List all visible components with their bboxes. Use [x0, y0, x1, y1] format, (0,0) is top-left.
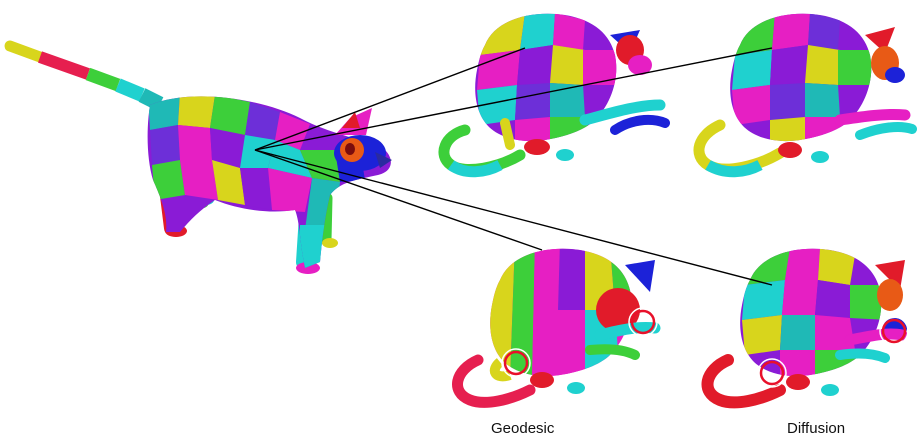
detail-cat-diffusion — [708, 248, 908, 402]
caption-diffusion: Diffusion — [787, 420, 845, 437]
detail-cat-geodesic — [458, 240, 657, 402]
main-cat-tail — [10, 46, 160, 104]
main-cat-model — [10, 46, 392, 275]
detail-cat-top-right — [699, 13, 912, 172]
caption-geodesic: Geodesic — [491, 420, 554, 437]
detail-cat-top-left — [444, 13, 665, 172]
